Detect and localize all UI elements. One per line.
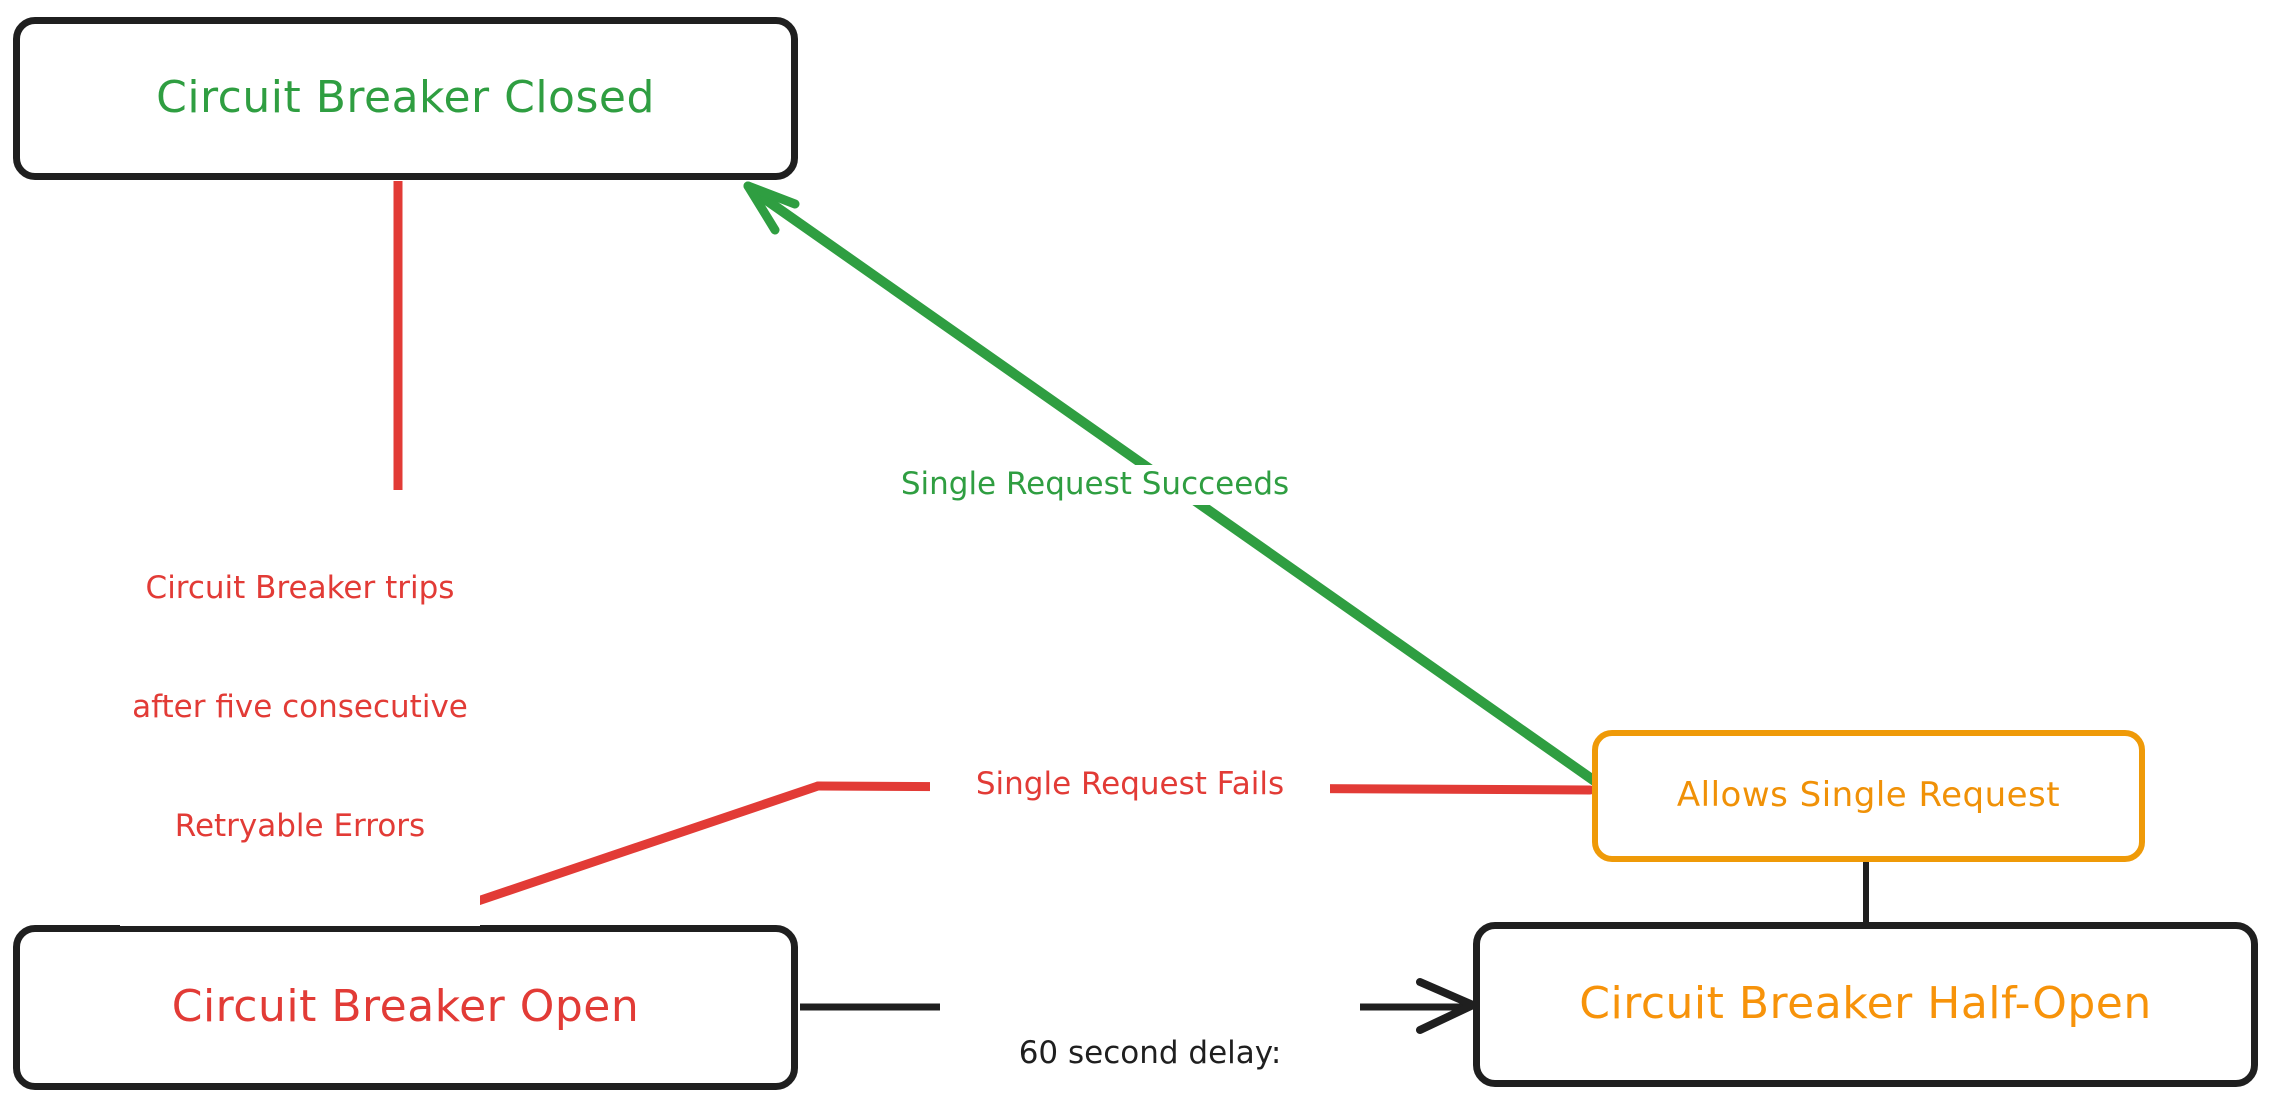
node-label-circuit-breaker-half-open: Circuit Breaker Half-Open: [1579, 978, 2152, 1030]
edge-label-single-request-fails: Single Request Fails: [930, 765, 1330, 805]
node-circuit-breaker-half-open[interactable]: Circuit Breaker Half-Open: [1473, 922, 2258, 1087]
node-allows-single-request[interactable]: Allows Single Request: [1592, 730, 2145, 862]
edge-label-circuit-breaker-trips: Circuit Breaker trips after five consecu…: [120, 490, 480, 927]
edge-allows-to-open: [395, 781, 1595, 933]
edge-label-trips-line-2: after five consecutive: [132, 689, 468, 726]
edge-label-trips-line-1: Circuit Breaker trips: [145, 570, 455, 607]
edge-label-delay-line-1: 60 second delay:: [1018, 1035, 1282, 1072]
node-label-circuit-breaker-open: Circuit Breaker Open: [171, 981, 640, 1033]
edge-label-single-request-succeeds: Single Request Succeeds: [895, 465, 1295, 505]
node-label-circuit-breaker-closed: Circuit Breaker Closed: [156, 72, 655, 124]
edge-label-trips-line-3: Retryable Errors: [174, 808, 426, 845]
node-circuit-breaker-open[interactable]: Circuit Breaker Open: [13, 925, 798, 1090]
node-label-allows-single-request: Allows Single Request: [1676, 775, 2061, 816]
node-circuit-breaker-closed[interactable]: Circuit Breaker Closed: [13, 17, 798, 180]
edge-label-60-second-delay: 60 second delay: No requests allowed: [940, 955, 1360, 1107]
